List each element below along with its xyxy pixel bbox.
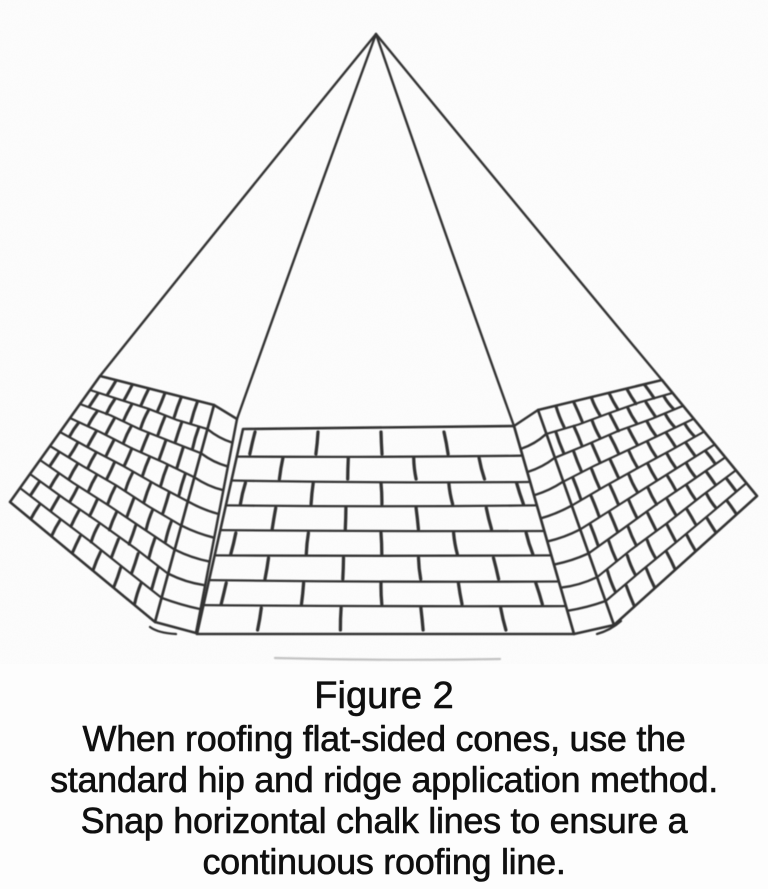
figure-caption: Figure 2 When roofing flat-sided cones, … <box>0 674 768 883</box>
figure-label: Figure 2 <box>314 675 454 718</box>
caption-line-2: standard hip and ridge application metho… <box>50 759 719 801</box>
caption-line-4: continuous roofing line. <box>202 841 566 883</box>
paper-noise <box>0 0 768 664</box>
caption-line-3: Snap horizontal chalk lines to ensure a <box>80 800 688 842</box>
roof-figure <box>0 0 768 664</box>
caption-line-1: When roofing flat-sided cones, use the <box>82 718 686 760</box>
flat-sided-cone-roof-diagram <box>0 0 768 664</box>
